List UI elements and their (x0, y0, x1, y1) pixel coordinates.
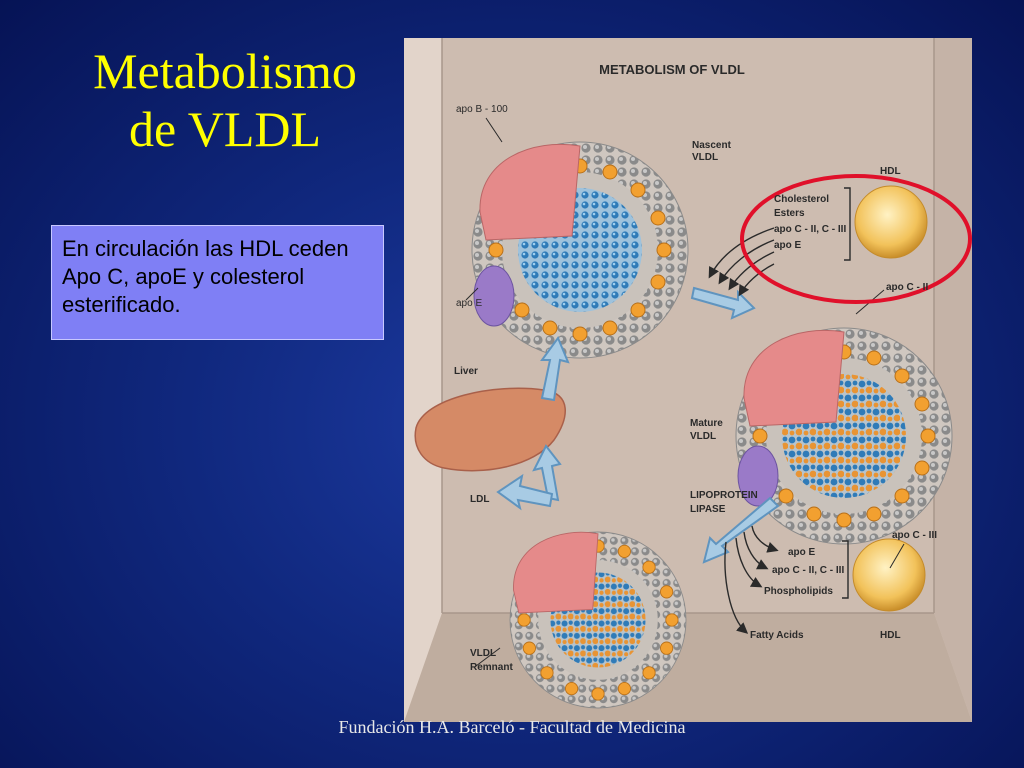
title-line-2: de VLDL (128, 101, 322, 157)
label-lipoprotein: LIPOPROTEIN (690, 490, 758, 501)
vldl-remnant-particle (509, 531, 687, 709)
label-hdl-top: HDL (880, 166, 901, 177)
label-apo-e-left: apo E (456, 298, 482, 309)
label-mature-1: Mature (690, 418, 723, 429)
label-apo-c2-c3: apo C - II, C - III (774, 224, 846, 235)
label-esters: Esters (774, 208, 805, 219)
label-nascent-2: VLDL (692, 152, 718, 163)
nascent-vldl-particle (471, 141, 689, 359)
figure-illustration: METABOLISM OF VLDL (404, 38, 972, 722)
highlight-circle (740, 174, 972, 304)
label-apo-c2-c3-release: apo C - II, C - III (772, 565, 844, 576)
label-phospholipids: Phospholipids (764, 586, 833, 597)
mature-vldl-particle (735, 327, 953, 545)
hdl-particle-top (854, 185, 928, 259)
label-ldl: LDL (470, 494, 489, 505)
label-cholesterol: Cholesterol (774, 194, 829, 205)
label-apo-b100: apo B - 100 (456, 104, 508, 115)
label-apo-c3: apo C - III (892, 530, 937, 541)
release-bracket (842, 540, 849, 599)
label-apo-e-release: apo E (788, 547, 816, 558)
title-line-1: Metabolismo (93, 43, 357, 99)
donor-arrows (708, 227, 775, 297)
vldl-metabolism-figure: METABOLISM OF VLDL (404, 38, 972, 722)
liver-shape (414, 387, 566, 472)
label-remnant-1: VLDL (470, 648, 496, 659)
figure-title: METABOLISM OF VLDL (599, 62, 745, 77)
label-hdl-bottom: HDL (880, 630, 901, 641)
label-apo-c2: apo C - II (886, 282, 928, 293)
callout-box: En circulación las HDL ceden Apo C, apoE… (51, 225, 384, 340)
donor-bracket (844, 187, 851, 261)
label-mature-2: VLDL (690, 431, 716, 442)
label-apo-e-donor: apo E (774, 240, 802, 251)
label-nascent-1: Nascent (692, 140, 732, 151)
release-arrows (724, 525, 779, 634)
label-lipase: LIPASE (690, 504, 726, 515)
hdl-particle-bottom (852, 538, 926, 612)
slide-title: Metabolismo de VLDL (60, 42, 390, 158)
label-fatty-acids: Fatty Acids (750, 630, 804, 641)
footer-text: Fundación H.A. Barceló - Facultad de Med… (338, 717, 686, 737)
label-remnant-2: Remnant (470, 662, 513, 673)
flow-arrows (496, 286, 780, 564)
label-liver: Liver (454, 366, 478, 377)
